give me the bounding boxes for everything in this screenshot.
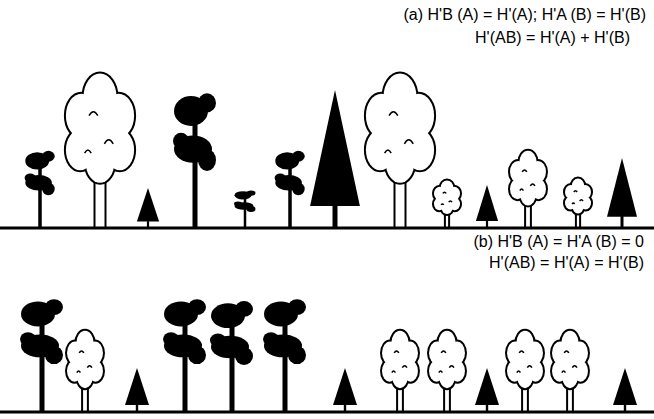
leafy-tree <box>163 299 206 412</box>
broadleaf-tree <box>507 331 543 412</box>
formula-label: (b) H'B (A) = H'A (B) = 0 <box>473 233 644 251</box>
conifer-tree <box>613 368 637 412</box>
conifer-tree <box>607 158 637 228</box>
broadleaf-tree <box>366 74 434 228</box>
formula-label: H'(AB) = H'(A) = H'(B) <box>489 254 644 272</box>
conifer-tree <box>137 188 159 228</box>
leafy-tree <box>173 93 216 228</box>
leafy-tree <box>20 299 63 412</box>
conifer-tree <box>475 368 499 412</box>
ground-line <box>0 227 654 230</box>
leafy-tree <box>25 151 55 228</box>
ground-line <box>0 411 654 414</box>
broadleaf-tree <box>382 331 418 412</box>
broadleaf-tree <box>434 180 460 228</box>
broadleaf-tree <box>552 331 588 412</box>
broadleaf-tree <box>66 74 134 228</box>
leafy-tree <box>210 301 253 412</box>
broadleaf-tree <box>565 179 591 229</box>
conifer-tree <box>333 368 357 412</box>
leafy-tree <box>234 190 256 228</box>
leafy-tree <box>263 299 306 412</box>
broadleaf-tree <box>429 331 465 412</box>
broadleaf-tree <box>67 331 103 412</box>
formula-label: H'(AB) = H'(A) + H'(B) <box>475 29 630 47</box>
leafy-tree <box>275 151 305 228</box>
conifer-tree <box>310 90 360 228</box>
formula-label: (a) H'B (A) = H'(A); H'A (B) = H'(B) <box>404 6 646 24</box>
conifer-tree <box>476 185 498 228</box>
broadleaf-tree <box>510 151 546 228</box>
conifer-tree <box>125 368 149 412</box>
